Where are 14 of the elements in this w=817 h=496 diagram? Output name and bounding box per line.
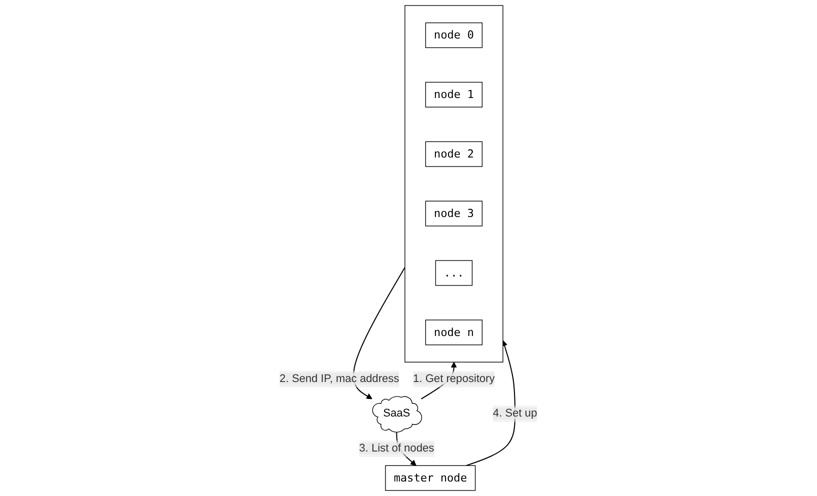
node-box: node 2	[425, 141, 483, 167]
edge-label: 1. Get repository	[413, 372, 495, 385]
node-box: master node	[385, 465, 476, 491]
edge-label: 2. Send IP, mac address	[280, 372, 400, 385]
cluster	[404, 5, 504, 362]
edge-label: 4. Set up	[493, 408, 538, 420]
edge-label: 3. List of nodes	[359, 442, 434, 454]
node-box: ...	[435, 260, 473, 286]
arrow	[353, 267, 406, 400]
node-box: node n	[425, 320, 483, 346]
arrow	[466, 340, 516, 466]
node-box: node 1	[425, 82, 483, 108]
node-box: node 0	[425, 22, 483, 48]
node-box: node 3	[425, 200, 483, 226]
